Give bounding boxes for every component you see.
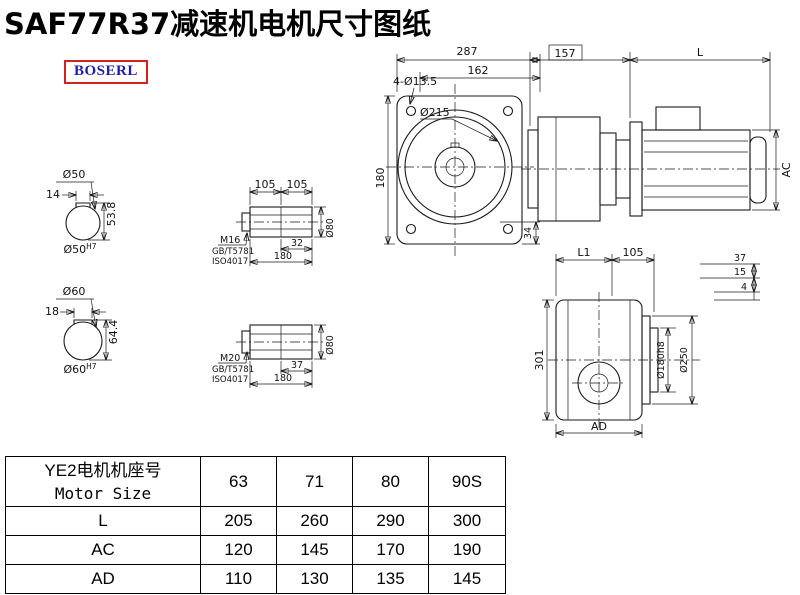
shaft-end-view-2: 18 64.4 Ø60 Ø60H7: [45, 285, 120, 376]
front-view: [386, 84, 534, 256]
basic-dim-frame: [548, 44, 583, 61]
dim-shaft-dia: Ø60: [63, 285, 86, 298]
frame-size-80: 80: [352, 456, 429, 507]
front-view-dimensions: 287 162 4-Ø13.5 Ø215 180 34: [374, 45, 540, 244]
dim-total-length: 180: [274, 373, 292, 384]
table-cell: 170: [352, 535, 429, 565]
table-cell: 190: [428, 535, 506, 565]
dim-motor-height: AC: [780, 162, 793, 177]
motor-size-label-cn: YE2电机机座号: [44, 460, 162, 480]
dim-105a: 105: [255, 178, 276, 191]
side-view-dimensions: 157 L AC: [530, 44, 793, 210]
dim-thread-length: 32: [291, 238, 303, 249]
bolt-hole: [502, 223, 514, 235]
table-cell: 130: [276, 564, 353, 594]
terminal-box: [655, 106, 701, 131]
dim-gear-length: 157: [555, 47, 576, 60]
table-cell: 145: [428, 564, 506, 594]
motor-body: [641, 129, 751, 211]
bolt-hole: [502, 105, 514, 117]
dim-total-length: 180: [274, 251, 292, 262]
shaft-detail-view-1: [236, 206, 324, 238]
row-label-ac: AC: [5, 535, 201, 565]
side-view: [521, 106, 780, 222]
table-cell: 120: [200, 535, 277, 565]
boserl-logo: BOSERL: [64, 60, 148, 84]
motor-size-table: YE2电机机座号 Motor Size 63 71 80 90S L 205 2…: [5, 456, 506, 594]
dim-key-depth: 64.4: [107, 320, 120, 345]
table-cell: 260: [276, 506, 353, 536]
dim-thread-length: 37: [291, 360, 303, 371]
dim-105b: 105: [287, 178, 308, 191]
fan-cover: [749, 136, 767, 204]
thread-label: M20: [220, 353, 240, 364]
bottom-view-dimensions: L1 105 37 15 4 301 Ø180h8 Ø250: [533, 246, 760, 438]
table-cell: 145: [276, 535, 353, 565]
dim-shaft-od: Ø80: [325, 218, 336, 238]
dim-bolt-holes: 4-Ø13.5: [393, 75, 437, 88]
dim-flange-dia: Ø215: [420, 106, 450, 119]
shaft-detail-view-2: [236, 324, 324, 360]
bottom-view: [548, 292, 700, 428]
table-cell: 110: [200, 564, 277, 594]
dim-height: 180: [374, 168, 387, 189]
bolt-hole: [405, 223, 417, 235]
dim-foot-height: 34: [523, 227, 534, 239]
bore-tolerance-label: Ø50H7: [63, 242, 96, 256]
dim-37: 37: [734, 253, 746, 264]
dim-105: 105: [623, 246, 644, 259]
standard-label: GB/T5781: [212, 365, 254, 375]
dim-shaft-od: Ø80: [325, 335, 336, 355]
row-label-l: L: [5, 506, 201, 536]
dim-15: 15: [734, 267, 746, 278]
bolt-hole: [405, 105, 417, 117]
dim-shaft-dia: Ø50: [63, 168, 86, 181]
shaft-detail-1-dimensions: 105 105 M16 GB/T5781 ISO4017 32 180 Ø80: [212, 178, 336, 267]
dim-spigot-dia: Ø180h8: [656, 341, 667, 379]
shaft-end-view-1: 14 53.8 Ø50 Ø50H7: [46, 168, 118, 256]
bore-circle: [63, 321, 103, 361]
table-row-ac: AC 120 145 170 190: [5, 535, 506, 565]
frame-size-90s: 90S: [428, 456, 506, 507]
bore-tolerance-label: Ø60H7: [63, 362, 96, 376]
table-cell: 290: [352, 506, 429, 536]
standard-label: ISO4017: [212, 257, 248, 267]
row-label-ad: AD: [5, 564, 201, 594]
housing-outline: [396, 95, 523, 245]
standard-label: GB/T5781: [212, 247, 254, 257]
table-cell: 205: [200, 506, 277, 536]
frame-size-71: 71: [276, 456, 353, 507]
dim-flange-width: 162: [468, 64, 489, 77]
dim-key-depth: 53.8: [105, 202, 118, 227]
dim-l1: L1: [577, 246, 590, 259]
thread-label: M16: [220, 235, 240, 246]
technical-drawing: 287 162 4-Ø13.5 Ø215 180 34: [45, 44, 793, 438]
keyway: [75, 202, 91, 208]
motor-size-header-cell: YE2电机机座号 Motor Size: [5, 456, 201, 507]
table-header-row: YE2电机机座号 Motor Size 63 71 80 90S: [5, 456, 506, 507]
page-title: SAF77R37减速机电机尺寸图纸: [4, 7, 432, 41]
bore-circle: [65, 205, 101, 241]
dim-key-width: 18: [45, 305, 59, 318]
boserl-logo-text: BOSERL: [74, 63, 138, 79]
standard-label: ISO4017: [212, 375, 248, 385]
shaft-detail-2-dimensions: M20 GB/T5781 ISO4017 37 180 Ø80: [212, 325, 336, 388]
table-row-ad: AD 110 130 135 145: [5, 564, 506, 594]
dim-motor-length: L: [697, 46, 704, 59]
motor-size-label-en: Motor Size: [54, 483, 152, 503]
dim-4: 4: [741, 282, 747, 293]
table-cell: 300: [428, 506, 506, 536]
frame-size-63: 63: [200, 456, 277, 507]
table-cell: 135: [352, 564, 429, 594]
dim-301: 301: [533, 350, 546, 371]
dim-key-width: 14: [46, 188, 60, 201]
dim-ad: AD: [591, 420, 607, 433]
dim-overall-width: 287: [457, 45, 478, 58]
table-row-l: L 205 260 290 300: [5, 506, 506, 536]
dim-flange-dia: Ø250: [679, 347, 690, 373]
